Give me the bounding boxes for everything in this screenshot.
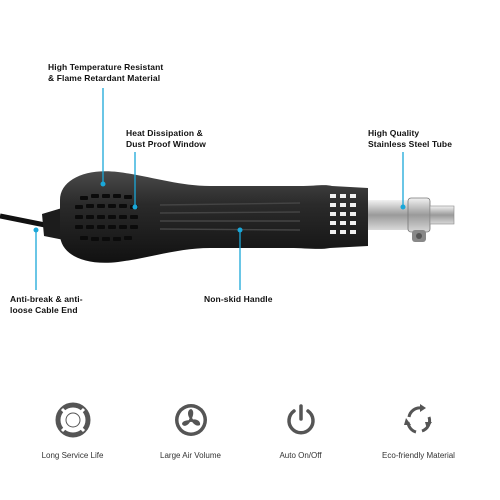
callout-steel-tube-line1: High Quality — [368, 128, 420, 138]
feature-label: Long Service Life — [41, 451, 104, 460]
recycle-icon — [403, 404, 432, 434]
callout-handle-line1: Non-skid Handle — [204, 294, 273, 304]
callout-lines — [33, 88, 406, 290]
callout-handle: Non-skid Handle — [204, 294, 273, 305]
callout-steel-tube: High Quality Stainless Steel Tube — [368, 128, 452, 150]
callout-cable-end: Anti-break & anti- loose Cable End — [10, 294, 83, 316]
feature-large-air-volume: Large Air Volume — [128, 400, 253, 460]
rear-vent — [75, 194, 138, 241]
power-icon — [286, 404, 315, 435]
callout-cable-end-line2: loose Cable End — [10, 305, 78, 315]
front-vent — [330, 194, 356, 234]
lifebuoy-icon — [55, 402, 90, 438]
feature-label: Auto On/Off — [279, 451, 322, 460]
callout-high-temp-line2: & Flame Retardant Material — [48, 73, 161, 83]
callout-heat-dissipation: Heat Dissipation & Dust Proof Window — [126, 128, 206, 150]
feature-auto-on-off: Auto On/Off — [238, 400, 363, 460]
grip-grooves — [159, 202, 301, 231]
feature-label: Eco-friendly Material — [382, 451, 455, 460]
callout-cable-end-line1: Anti-break & anti- — [10, 294, 83, 304]
feature-eco-friendly: Eco-friendly Material — [356, 400, 481, 460]
feature-long-service-life: Long Service Life — [10, 400, 135, 460]
callout-steel-tube-line2: Stainless Steel Tube — [368, 139, 453, 149]
heat-gun-body — [60, 171, 368, 263]
callout-high-temp-line1: High Temperature Resistant — [48, 62, 164, 72]
feature-label: Large Air Volume — [160, 451, 221, 460]
callout-heat-dissipation-line2: Dust Proof Window — [126, 139, 207, 149]
fan-icon — [174, 404, 207, 436]
steel-tube — [368, 197, 455, 242]
cable-end — [42, 208, 64, 240]
callout-heat-dissipation-line1: Heat Dissipation & — [126, 128, 203, 138]
callout-high-temp: High Temperature Resistant & Flame Retar… — [48, 62, 163, 84]
